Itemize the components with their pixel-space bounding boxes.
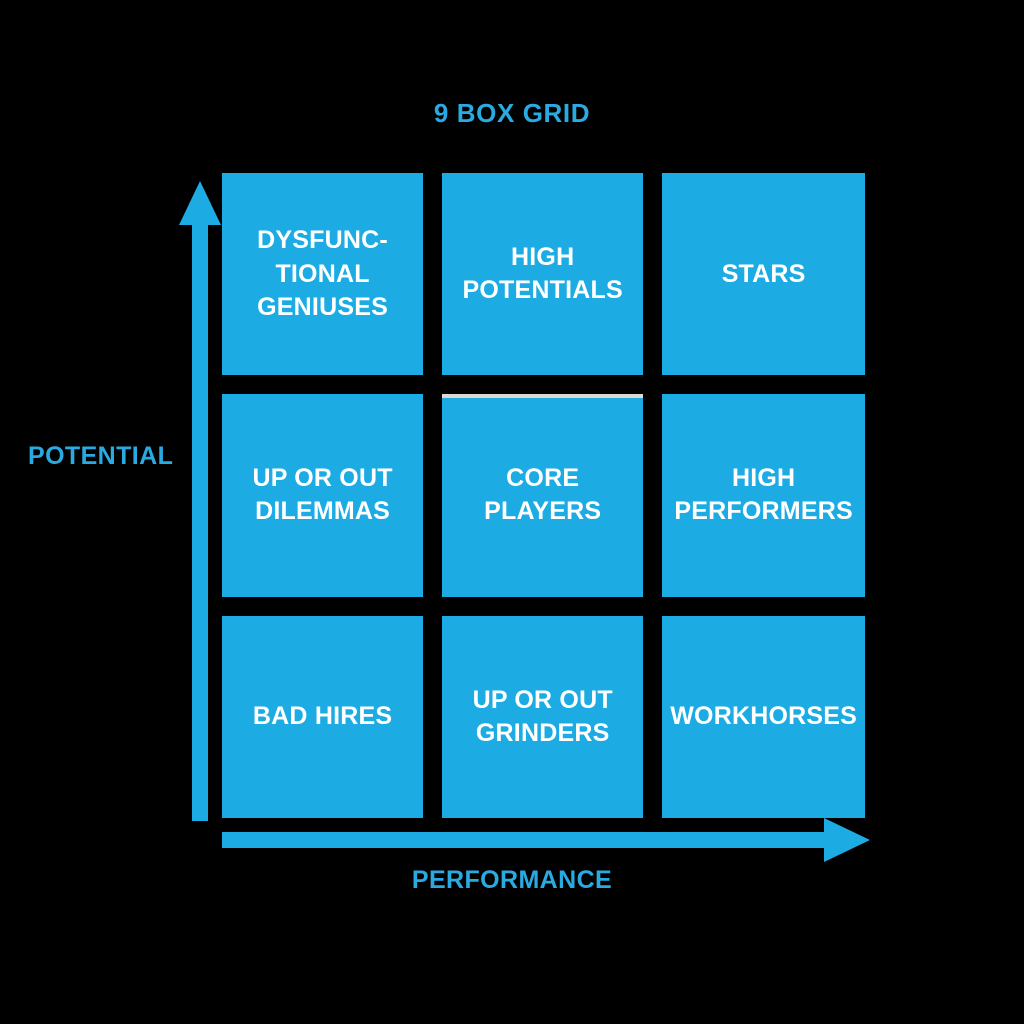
grid-cell-label: WORKHORSES <box>670 702 857 731</box>
grid-cell-workhorses[interactable]: WORKHORSES <box>662 615 865 818</box>
grid-cell-stars[interactable]: STARS <box>662 173 865 376</box>
grid-cell-label: HIGH PERFORMERS <box>674 464 853 526</box>
right-arrow-icon <box>222 818 870 862</box>
grid-cell-label: UP OR OUT DILEMMAS <box>252 464 393 526</box>
grid-container: DYSFUNC- TIONAL GENIUSES HIGH POTENTIALS… <box>222 173 865 818</box>
grid-cell-label: DYSFUNC- TIONAL GENIUSES <box>257 226 388 321</box>
grid-cell-label: CORE PLAYERS <box>484 464 602 526</box>
up-arrow-icon <box>179 181 221 821</box>
grid-cell-up-or-out-grinders[interactable]: UP OR OUT GRINDERS <box>442 615 644 818</box>
grid-cell-high-potentials[interactable]: HIGH POTENTIALS <box>442 173 644 376</box>
grid-cell-up-or-out-dilemmas[interactable]: UP OR OUT DILEMMAS <box>222 394 424 597</box>
grid-cell-dysfunctional-geniuses[interactable]: DYSFUNC- TIONAL GENIUSES <box>222 173 424 376</box>
grid-cell-label: UP OR OUT GRINDERS <box>472 685 613 747</box>
grid-cell-label: BAD HIRES <box>252 702 393 731</box>
x-axis-label: PERFORMANCE <box>411 866 613 894</box>
grid-cell-label: STARS <box>721 259 806 288</box>
page-title: 9 BOX GRID <box>433 98 591 128</box>
y-axis-label: POTENTIAL <box>28 442 174 470</box>
grid-cell-bad-hires[interactable]: BAD HIRES <box>222 615 424 818</box>
grid-cell-high-performers[interactable]: HIGH PERFORMERS <box>662 394 865 597</box>
grid-cell-core-players[interactable]: CORE PLAYERS <box>442 394 644 597</box>
grid-cell-label: HIGH POTENTIALS <box>462 242 623 305</box>
